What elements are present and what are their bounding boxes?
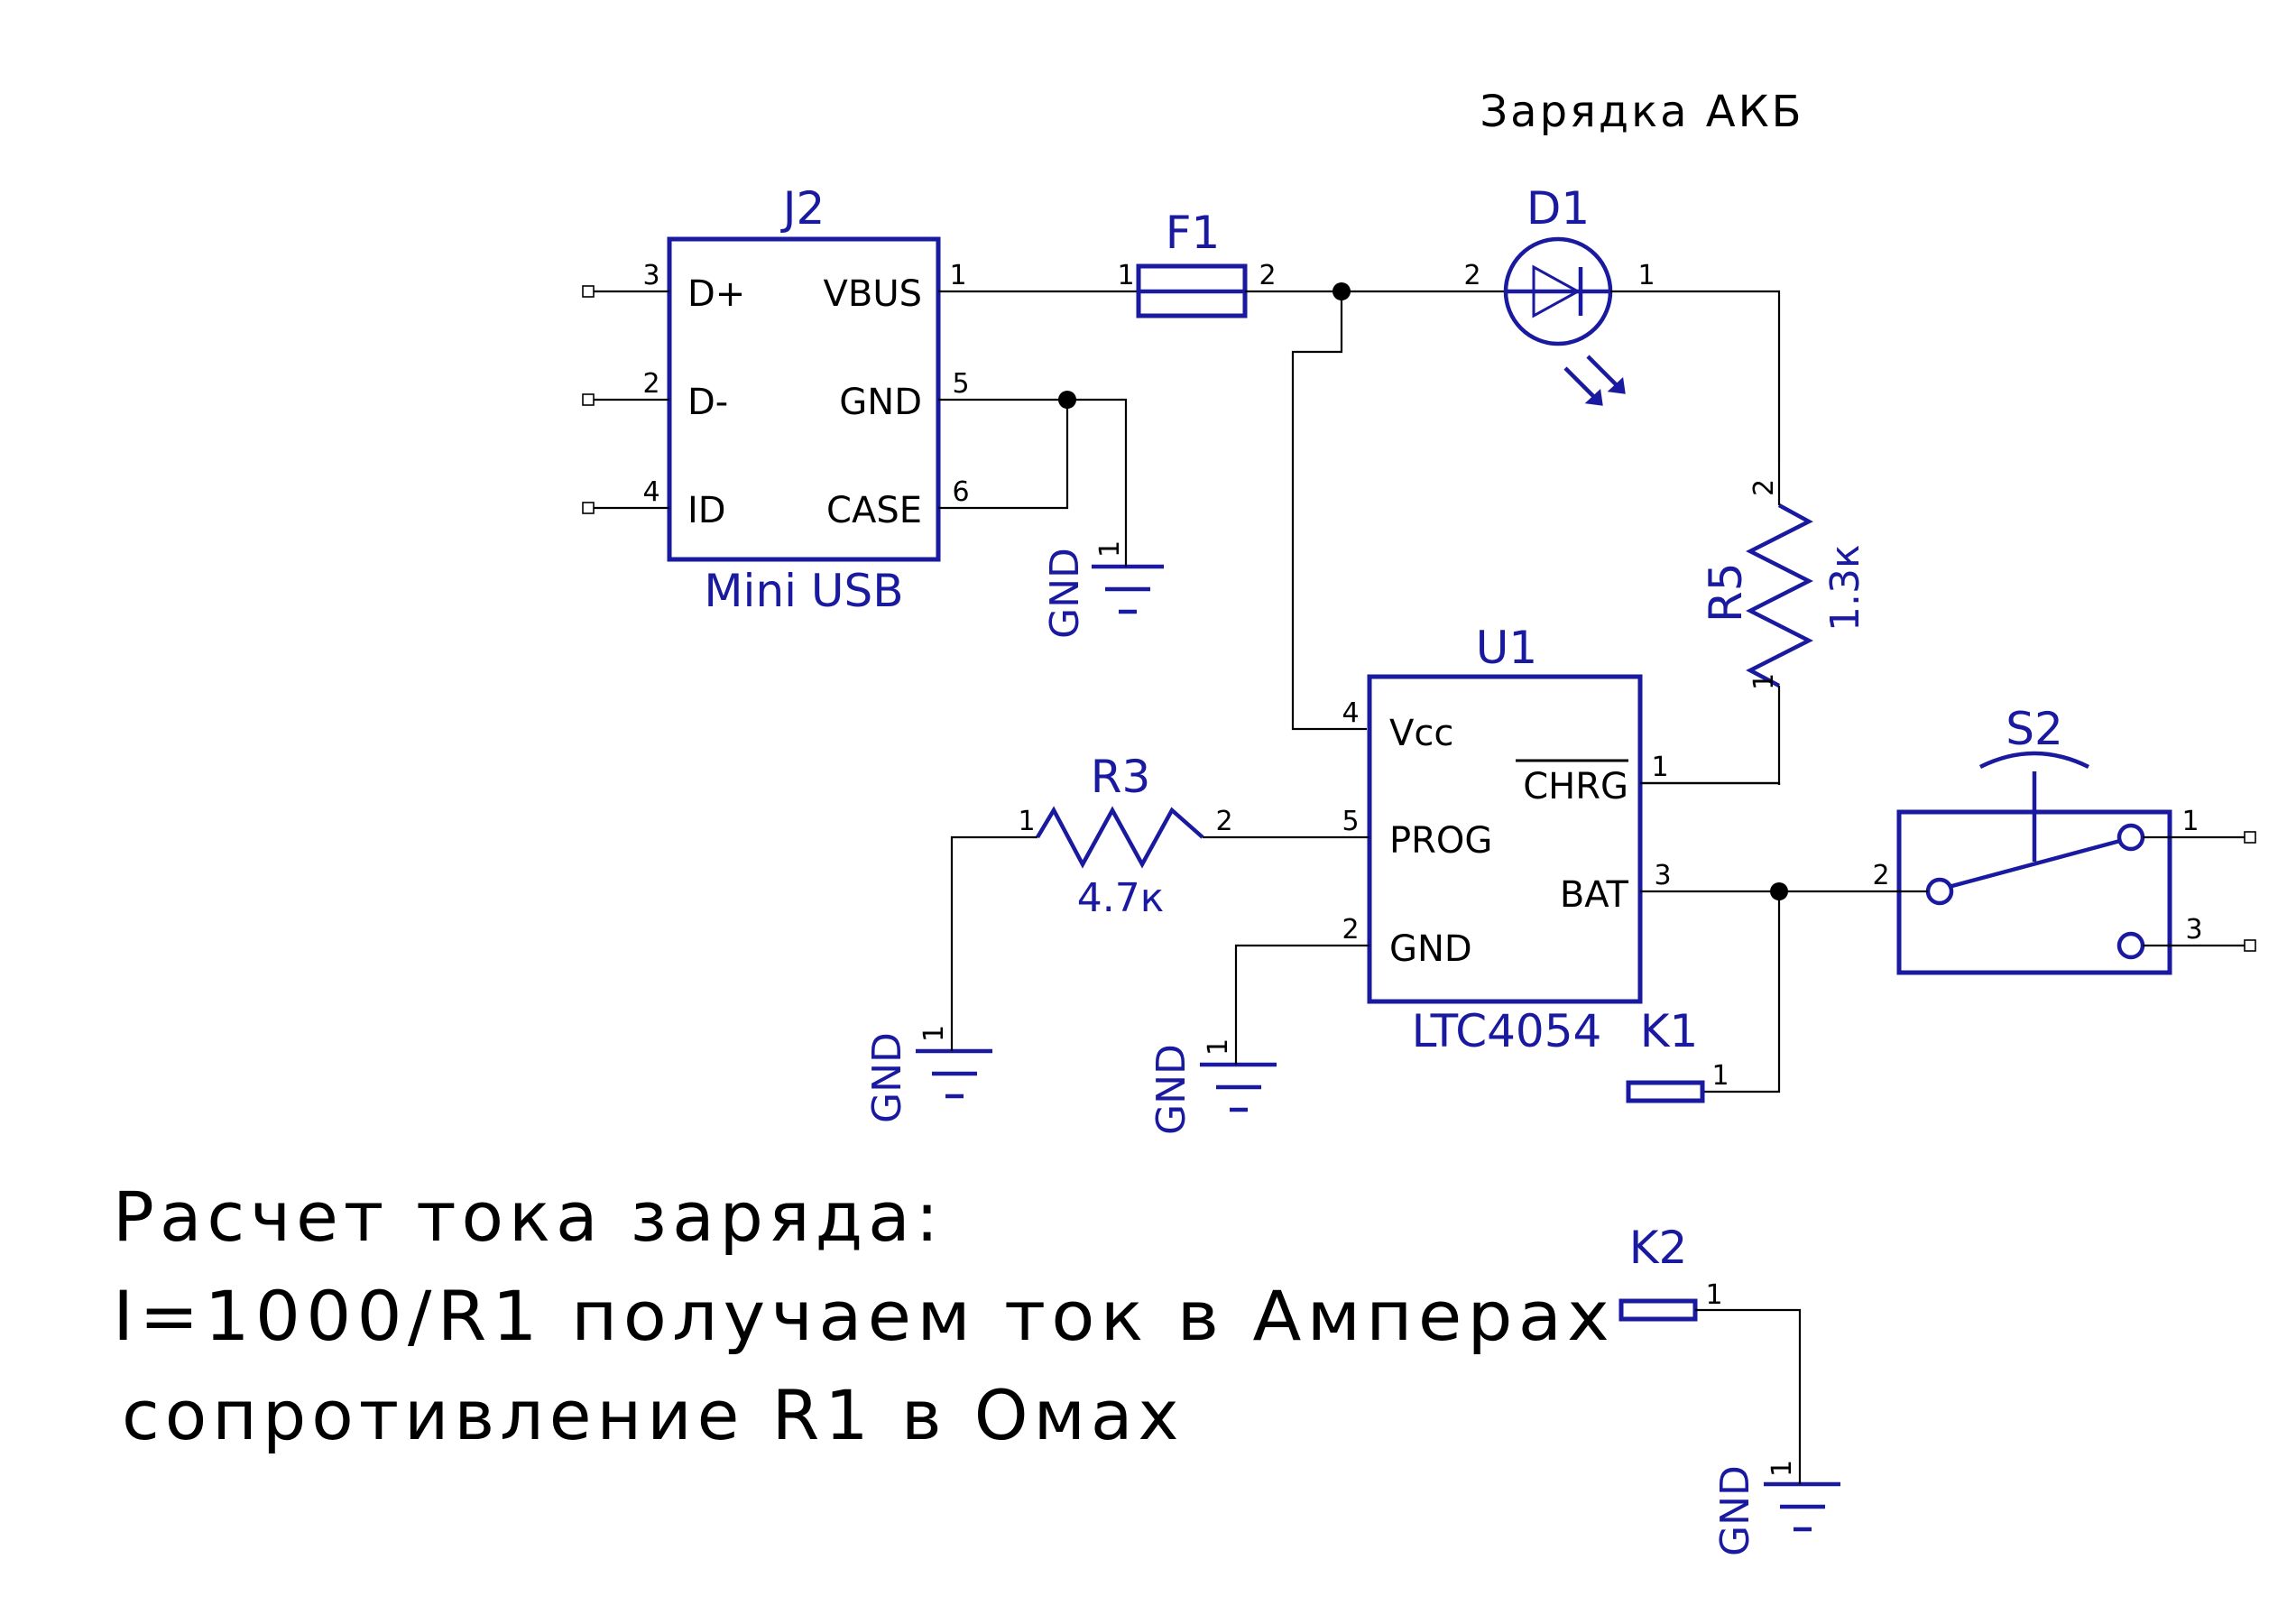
u1-pin2-num: 2 (1342, 914, 1359, 946)
j2-pin1-num: 1 (949, 260, 966, 291)
j2-pin-gnd-label: GND (839, 382, 922, 423)
u1-pin-vcc-label: Vcc (1389, 713, 1453, 754)
j2-pin3-num: 3 (642, 260, 659, 291)
j2-port-id (582, 502, 595, 514)
gnd-symbol-u1: 1 GND (1148, 1038, 1277, 1135)
gnd-symbol-k2: 1 GND (1712, 1460, 1840, 1556)
u1-pin1-num: 1 (1651, 752, 1668, 783)
j2-pin-id-label: ID (687, 490, 726, 531)
gnd-u1-pin: 1 (1203, 1038, 1234, 1056)
u1-pin4-num: 4 (1342, 697, 1359, 729)
gnd-j2-pin: 1 (1094, 540, 1126, 558)
k1-ref: K1 (1640, 1005, 1699, 1057)
j2-pin-dplus-label: D+ (687, 273, 745, 315)
gnd-symbol-r3: 1 GND (864, 1025, 992, 1123)
r5-ref: R5 (1700, 562, 1752, 623)
r3-ref: R3 (1091, 751, 1151, 803)
f1-pin2: 2 (1259, 260, 1276, 291)
j2-ref: J2 (780, 182, 825, 235)
s2-pin-a: 1 (2181, 806, 2199, 837)
terminal-k1: K1 1 (1626, 1005, 1729, 1103)
r3-pin2: 2 (1215, 806, 1232, 837)
k1-pin: 1 (1711, 1060, 1729, 1092)
k2-ref: K2 (1629, 1222, 1688, 1274)
ic-u1: U1 LTC4054 4 5 2 1 3 Vcc PROG GND CHRG B… (1342, 622, 1671, 1057)
u1-ref: U1 (1476, 622, 1537, 674)
note-line3: сопротивление R1 в Омах (122, 1375, 1184, 1455)
j2-pin-dminus-label: D- (687, 382, 728, 423)
j2-pin4-num: 4 (642, 476, 659, 508)
j2-pin-case-label: CASE (826, 490, 922, 531)
j2-pin5-num: 5 (952, 368, 969, 400)
s2-pin-common: 2 (1872, 860, 1889, 891)
u1-pin-gnd-label: GND (1389, 928, 1472, 970)
note-line1: Расчет тока заряда: (113, 1176, 944, 1257)
gnd-k2-label: GND (1712, 1465, 1758, 1556)
j2-port-dminus (582, 393, 595, 406)
u1-pin-bat-label: BAT (1560, 874, 1629, 916)
note-line2: I=1000/R1 получаем ток в Амперах (113, 1276, 1615, 1356)
k2-pin: 1 (1705, 1279, 1722, 1311)
f1-pin1: 1 (1117, 260, 1134, 291)
d1-ref: D1 (1526, 182, 1590, 235)
j2-pin2-num: 2 (642, 368, 659, 400)
u1-value: LTC4054 (1412, 1005, 1602, 1057)
gnd-j2-label: GND (1042, 548, 1088, 639)
d1-pin-cathode: 1 (1637, 260, 1655, 291)
gnd-r3-label: GND (864, 1032, 910, 1123)
u1-pin-prog-label: PROG (1389, 820, 1492, 862)
s2-port-a (2244, 831, 2256, 844)
u1-pin3-num: 3 (1654, 860, 1671, 891)
gnd-u1-label: GND (1148, 1044, 1194, 1135)
r5-value: 1.3к (1822, 544, 1868, 632)
led-d1: D1 2 1 (1463, 182, 1655, 406)
j2-value: Mini USB (704, 565, 903, 617)
s2-ref: S2 (2006, 703, 2063, 755)
f1-ref: F1 (1166, 207, 1221, 259)
gnd-r3-pin: 1 (918, 1025, 950, 1042)
terminal-k2: K2 1 (1618, 1222, 1723, 1322)
j2-pin6-num: 6 (952, 476, 969, 508)
s2-port-b (2244, 939, 2256, 952)
r5-pin-top: 2 (1748, 479, 1780, 496)
r3-pin1: 1 (1018, 806, 1035, 837)
resistor-r5: R5 1.3к 2 1 (1700, 460, 1868, 785)
r5-pin-bottom: 1 (1748, 673, 1780, 690)
connector-j2: J2 Mini USB 3 2 4 D+ D- ID 1 5 6 VBUS GN… (582, 182, 979, 617)
junction-j2-gnd (1058, 391, 1076, 409)
d1-pin-anode: 2 (1463, 260, 1480, 291)
s2-pin-b: 3 (2185, 914, 2202, 946)
schematic-title: Зарядка АКБ (1480, 87, 1803, 137)
gnd-symbol-j2: 1 GND (1042, 540, 1164, 639)
u1-pin-chrg-label: CHRG (1523, 766, 1628, 807)
fuse-f1: F1 1 2 (1117, 207, 1277, 318)
gnd-k2-pin: 1 (1766, 1460, 1798, 1477)
j2-pin-vbus-label: VBUS (824, 273, 922, 315)
resistor-r3: R3 4.7к 1 2 (1018, 751, 1232, 921)
j2-port-dplus (582, 285, 595, 298)
u1-pin5-num: 5 (1342, 806, 1359, 837)
r3-value: 4.7к (1077, 875, 1165, 921)
